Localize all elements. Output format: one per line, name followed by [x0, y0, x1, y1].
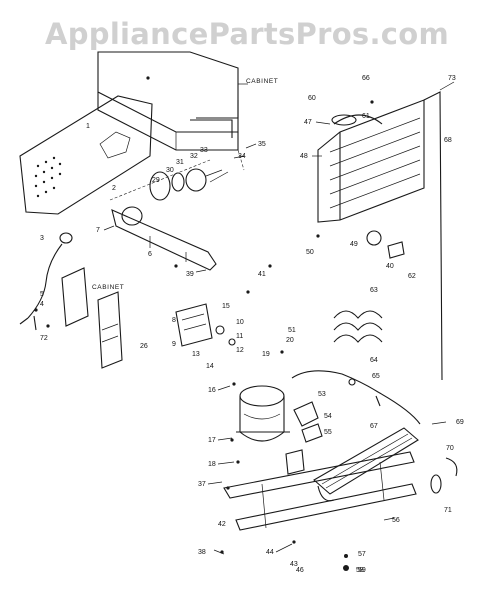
callout-47: 47	[304, 119, 312, 126]
callout-19: 19	[262, 351, 270, 358]
callout-4: 4	[40, 301, 44, 308]
callout-16: 16	[208, 387, 216, 394]
fan-motor-assembly	[109, 149, 245, 201]
relay-assembly	[175, 303, 236, 347]
callout-12: 12	[236, 347, 244, 354]
callout-41: 41	[258, 271, 266, 278]
callout-68: 68	[444, 137, 452, 144]
mounting-clip	[293, 401, 323, 443]
callout-30: 30	[166, 167, 174, 174]
callout-26: 26	[140, 343, 148, 350]
callout-18: 18	[208, 461, 216, 468]
callout-39: 39	[186, 271, 194, 278]
callout-69: 69	[456, 419, 464, 426]
callout-60: 60	[308, 95, 316, 102]
left-cover-panel	[19, 95, 153, 215]
callout-53: 53	[318, 391, 326, 398]
callout-32: 32	[190, 153, 198, 160]
callout-56: 56	[392, 517, 400, 524]
evaporator-coil	[317, 91, 443, 381]
cabinet-bracket-left	[61, 267, 123, 369]
callout-63: 63	[370, 287, 378, 294]
callout-15: 15	[222, 303, 230, 310]
callout-20: 20	[286, 337, 294, 344]
callout-59: 59	[358, 567, 366, 574]
callout-58: 58	[356, 567, 364, 574]
callout-1: 1	[86, 123, 90, 130]
callout-62: 62	[408, 273, 416, 280]
callout-70: 70	[446, 445, 454, 452]
callout-9: 9	[172, 341, 176, 348]
callout-65: 65	[372, 373, 380, 380]
callout-17: 17	[208, 437, 216, 444]
callout-67: 67	[370, 423, 378, 430]
callout-14: 14	[206, 363, 214, 370]
callout-29: 29	[152, 177, 160, 184]
drain-clip	[430, 457, 458, 494]
callout-3: 3	[40, 235, 44, 242]
power-cord	[19, 232, 73, 331]
callout-64: 64	[370, 357, 378, 364]
condensate-tray	[313, 427, 419, 502]
callout-35: 35	[258, 141, 266, 148]
callout-42: 42	[218, 521, 226, 528]
callout-38: 38	[198, 549, 206, 556]
callout-2: 2	[112, 185, 116, 192]
heater-coil	[333, 310, 383, 343]
callout-48: 48	[300, 153, 308, 160]
leader-lines	[103, 81, 455, 555]
callout-6: 6	[148, 251, 152, 258]
callout-71: 71	[444, 507, 452, 514]
fan-bracket	[111, 206, 217, 271]
thermostat	[366, 230, 405, 259]
callout-61: 61	[362, 113, 370, 120]
callout-72: 72	[40, 335, 48, 342]
callout-7: 7	[96, 227, 100, 234]
callout-10: 10	[236, 319, 244, 326]
cabinet-left-label: CABINET	[92, 284, 124, 291]
cabinet-top-panel	[97, 51, 248, 151]
callout-73: 73	[448, 75, 456, 82]
callout-13: 13	[192, 351, 200, 358]
callout-49: 49	[350, 241, 358, 248]
callout-37: 37	[198, 481, 206, 488]
callout-44: 44	[266, 549, 274, 556]
callout-8: 8	[172, 317, 176, 324]
callout-66: 66	[362, 75, 370, 82]
callout-50: 50	[306, 249, 314, 256]
callout-43: 43	[290, 561, 298, 568]
fasteners	[34, 76, 374, 571]
callout-40: 40	[386, 263, 394, 270]
callout-11: 11	[236, 333, 243, 340]
site-watermark: AppliancePartsPros.com	[45, 17, 449, 51]
cabinet-top-label: CABINET	[246, 78, 278, 85]
callout-46: 46	[296, 567, 304, 574]
callout-33: 33	[200, 147, 208, 154]
callout-55: 55	[324, 429, 332, 436]
compressor	[236, 385, 290, 442]
callout-51: 51	[288, 327, 296, 334]
refrigerant-tubing	[291, 370, 421, 425]
callout-54: 54	[324, 413, 332, 420]
base-frame	[223, 449, 417, 531]
callout-31: 31	[176, 159, 184, 166]
callout-57: 57	[358, 551, 366, 558]
callout-5: 5	[40, 291, 44, 298]
